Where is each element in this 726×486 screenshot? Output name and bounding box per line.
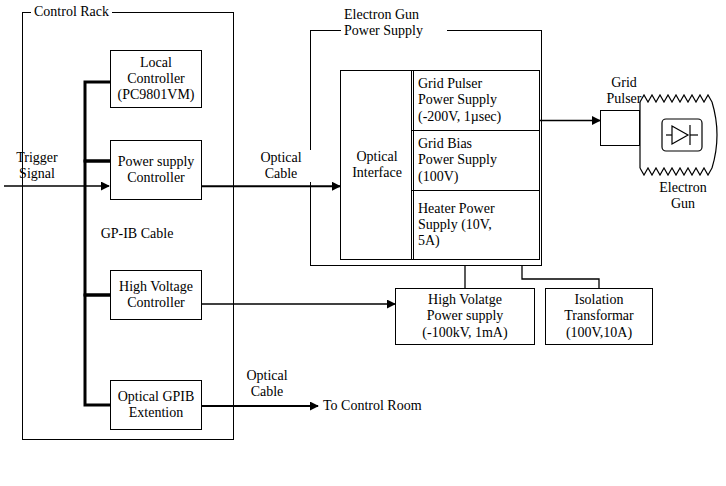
part-label: Electron Gun [649, 180, 717, 212]
transformer-box: Isolation Transformar (100V,10A) [545, 288, 653, 345]
box-text: Grid Bias Power Supply (100V) [418, 136, 510, 184]
supply-box: Grid Bias Power Supply (100V) [411, 130, 540, 191]
gpib-bus [85, 82, 110, 161]
connector [202, 185, 340, 187]
box-text: High Volatge Power supply (-100kV, 1mA) [417, 292, 513, 340]
frame-title: Control Rack [31, 4, 112, 20]
grid-pulser: Grid Pulser [600, 110, 640, 146]
box-text: Local Controller (PC9801VM) [114, 55, 198, 103]
supply-box: Heater Power Supply (10V, 5A) [411, 190, 540, 260]
controller-box: Optical GPIB Extention [110, 380, 202, 430]
controller-box: Power supply Controller [110, 140, 202, 200]
part-label: Grid Pulser [595, 75, 653, 107]
cable-label: Optical Cable [248, 150, 314, 182]
controller-box: High Voltage Controller [110, 270, 202, 320]
frame-title: Electron Gun Power Supply [341, 7, 447, 39]
box-text: Optical Interface [344, 149, 410, 181]
electron-gun: Electron Gun [640, 94, 720, 178]
box-text: Isolation Transformar (100V,10A) [554, 292, 644, 340]
controller-box: Local Controller (PC9801VM) [110, 50, 202, 108]
connector [522, 266, 599, 288]
box-text: Optical GPIB Extention [114, 389, 198, 421]
optical-cable-arrow [202, 405, 318, 407]
insulator-ribs [640, 95, 712, 175]
box-text: High Voltage Controller [114, 279, 198, 311]
interface-box: Optical Interface [340, 70, 414, 260]
supply-box: Grid Pulser Power Supply (-200V, 1µsec) [411, 70, 540, 131]
electron-gun-illustration [640, 95, 717, 175]
destination-label: To Control Room [323, 398, 453, 414]
cable-label: GP-IB Cable [92, 226, 182, 242]
connector [540, 120, 600, 121]
box-text: Heater Power Supply (10V, 5A) [418, 201, 510, 249]
power-supply-frame: Electron Gun Power SupplyOptical Interfa… [310, 30, 542, 266]
gpib-bus [85, 295, 110, 405]
connector [464, 266, 465, 288]
signal-label: Trigger Signal [6, 150, 68, 182]
box-text: Grid Pulser Power Supply (-200V, 1µsec) [418, 76, 510, 124]
trigger-arrow [4, 185, 109, 186]
connector [202, 303, 395, 304]
box-text: Power supply Controller [114, 154, 198, 186]
cable-label: Optical Cable [234, 368, 300, 400]
supply-box: High Volatge Power supply (-100kV, 1mA) [395, 288, 535, 345]
